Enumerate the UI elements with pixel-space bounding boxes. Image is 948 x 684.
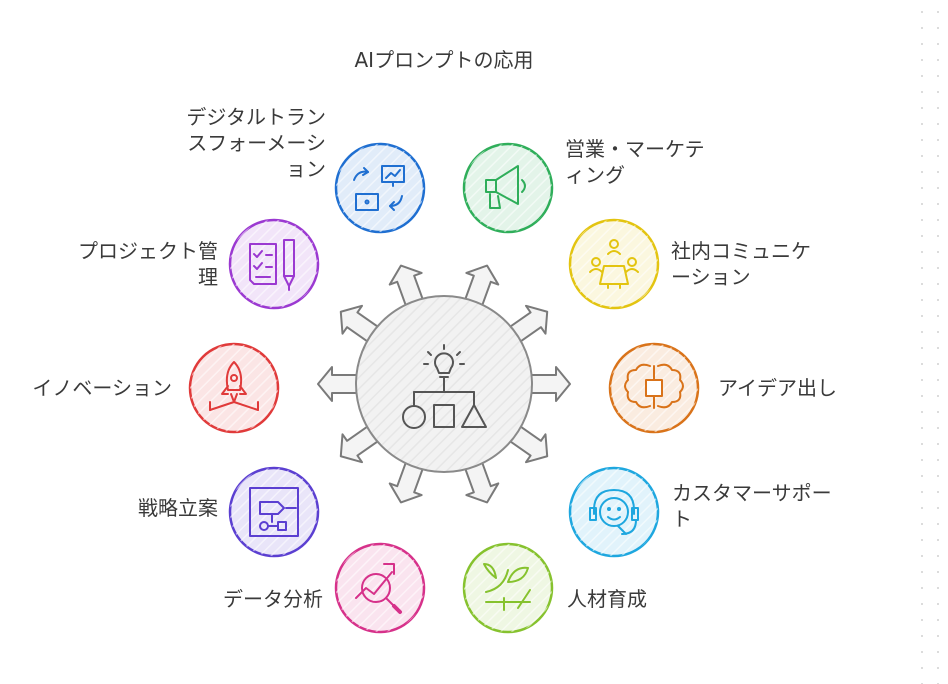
node-sales xyxy=(462,142,554,234)
node-label-hr: 人材育成 xyxy=(567,587,647,611)
diagram-title: AIプロンプトの応用 xyxy=(354,48,534,72)
node-support xyxy=(568,466,660,558)
analytics-magnifier-icon xyxy=(355,563,402,614)
node-strategy xyxy=(228,466,320,558)
node-label-pm: プロジェクト管 理 xyxy=(78,239,218,289)
node-pm xyxy=(228,218,320,310)
node-comm xyxy=(568,218,660,310)
brain-chip-icon xyxy=(624,363,684,409)
central-hub xyxy=(355,295,533,473)
megaphone-icon xyxy=(485,165,526,209)
node-label-strategy: 戦略立案 xyxy=(138,496,218,520)
node-innovation xyxy=(188,342,280,434)
node-label-dx: デジタルトラン スフォーメーシ ョン xyxy=(186,105,326,181)
node-data xyxy=(334,542,426,634)
rocket-icon xyxy=(209,361,259,411)
node-label-support: カスタマーサポー ト xyxy=(672,481,832,531)
idea-shapes-icon xyxy=(402,344,487,429)
node-label-comm: 社内コミュニケ ーション xyxy=(671,239,811,289)
node-label-sales: 営業・マーケテ ィング xyxy=(565,137,705,187)
transform-arrows-icon xyxy=(353,165,405,211)
meeting-table-icon xyxy=(589,239,639,289)
node-label-data: データ分析 xyxy=(223,587,323,611)
node-hr xyxy=(462,542,554,634)
flowchart-icon xyxy=(249,487,299,537)
node-dx xyxy=(334,142,426,234)
dot-grid-background xyxy=(910,0,948,684)
node-idea xyxy=(608,342,700,434)
node-label-innovation: イノベーション xyxy=(32,376,172,400)
node-label-idea: アイデア出し xyxy=(718,376,837,400)
sprout-growth-icon xyxy=(483,563,531,611)
headset-icon xyxy=(589,489,639,535)
checklist-pen-icon xyxy=(249,239,295,291)
